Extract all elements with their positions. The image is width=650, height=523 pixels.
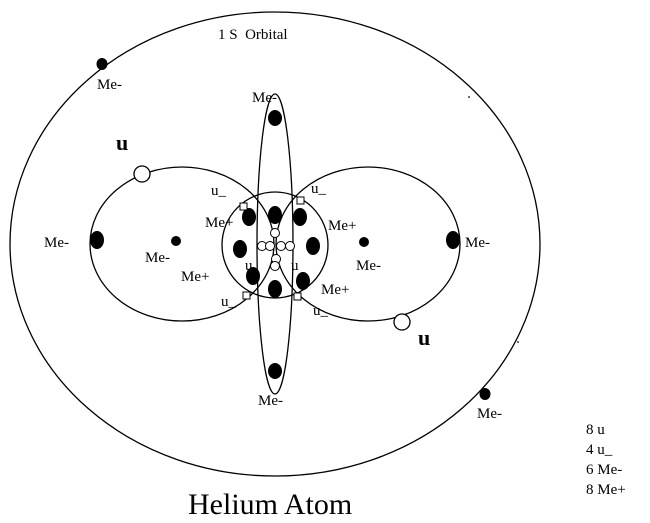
me-minus-label: Me- — [44, 235, 69, 251]
u-core-particle — [265, 241, 275, 251]
u-bar-label: u_ — [221, 294, 237, 310]
nucleus-filled-particle — [296, 272, 310, 290]
me-minus-particle — [479, 388, 491, 400]
u-particle — [133, 165, 151, 183]
u-bar-label: u_ — [313, 303, 329, 319]
me-plus-label: Me+ — [181, 269, 209, 285]
stray-dot — [517, 341, 519, 343]
u-core-particle — [270, 228, 280, 238]
u-core-label: u — [291, 258, 299, 274]
legend-me-minus-count: 6 Me- — [586, 462, 623, 478]
u-core-particle — [270, 261, 280, 271]
me-minus-label: Me- — [252, 90, 277, 106]
u-bar-particle — [293, 292, 302, 301]
right-orbital — [275, 166, 461, 322]
u-bar-particle — [296, 196, 305, 205]
nucleus-filled-particle — [293, 208, 307, 226]
me-minus-particle — [359, 237, 369, 247]
diagram-title: Helium Atom — [188, 488, 352, 521]
u-core-label: u — [245, 258, 253, 274]
outer-orbital — [9, 11, 541, 477]
u-bar-particle — [242, 291, 251, 300]
u-core-particle — [276, 241, 286, 251]
nucleus-filled-particle — [246, 267, 260, 285]
nucleus-filled-particle — [268, 280, 282, 298]
legend-u-bar-count: 4 u_ — [586, 442, 613, 458]
me-minus-particle — [446, 231, 460, 249]
nucleus-filled-particle — [233, 240, 247, 258]
u-bar-label: u_ — [211, 183, 227, 199]
me-minus-particle — [90, 231, 104, 249]
me-minus-particle — [96, 58, 108, 70]
me-minus-label: Me- — [145, 250, 170, 266]
u-bar-label: u_ — [311, 181, 327, 197]
me-minus-label: Me- — [477, 406, 502, 422]
me-minus-particle — [268, 110, 282, 126]
me-minus-label: Me- — [465, 235, 490, 251]
me-minus-label: Me- — [356, 258, 381, 274]
me-plus-label: Me+ — [321, 282, 349, 298]
nucleus-filled-particle — [242, 208, 256, 226]
u-label: u — [116, 130, 128, 155]
me-plus-label: Me+ — [328, 218, 356, 234]
me-minus-particle — [171, 236, 181, 246]
me-minus-label: Me- — [258, 393, 283, 409]
nucleus-filled-particle — [306, 237, 320, 255]
legend-me-plus-count: 8 Me+ — [586, 482, 626, 498]
u-label: u — [418, 325, 430, 350]
nucleus-filled-particle — [268, 206, 282, 224]
me-plus-label: Me+ — [205, 215, 233, 231]
stray-dot — [468, 96, 470, 98]
u-bar-particle — [239, 202, 248, 211]
u-core-particle — [285, 241, 295, 251]
me-minus-particle — [268, 363, 282, 379]
u-particle — [393, 313, 411, 331]
me-minus-label: Me- — [97, 77, 122, 93]
orbital-label: 1 S Orbital — [218, 27, 288, 43]
legend-u-count: 8 u — [586, 422, 605, 438]
